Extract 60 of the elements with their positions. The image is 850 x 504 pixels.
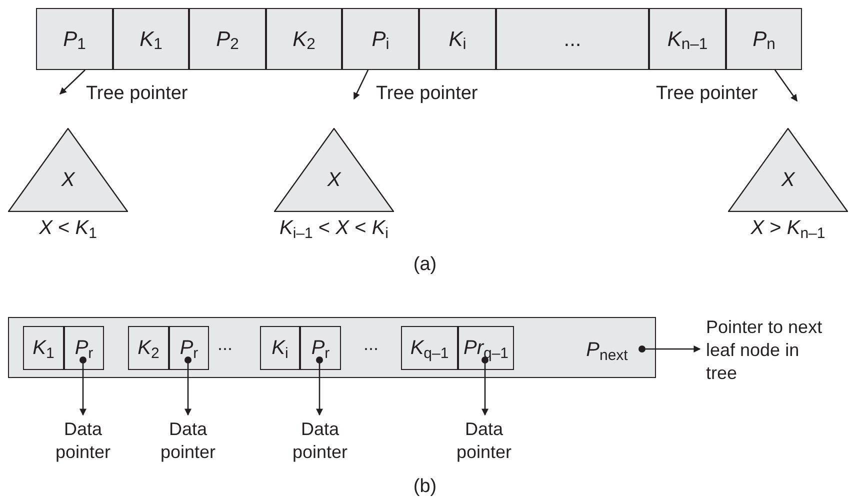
cell-text: P$_{r}$ (180, 338, 198, 358)
pointer-label: Tree pointer (86, 84, 189, 103)
record-cell (36, 8, 113, 70)
record-cell (419, 8, 496, 70)
cell-text: K$_{2}$ (138, 338, 160, 358)
record-cell (458, 326, 514, 370)
record-cell (260, 326, 300, 370)
record-cell (113, 8, 189, 70)
cell-text: P$_{r}$ (74, 338, 94, 358)
arrow (184, 356, 192, 416)
arrow (80, 356, 86, 416)
condition-label: K$_{i–1}$ < X < K$_{i}$ (280, 218, 388, 238)
record-cell (169, 326, 209, 370)
arrow (316, 356, 323, 416)
cell-text: P$_{1}$ (63, 28, 86, 50)
cell-text: P$_{2}$ (216, 28, 239, 50)
condition-label: X < K$_{1}$ (39, 218, 97, 238)
arrow (60, 70, 86, 94)
data-pointer-label: Data pointer (291, 418, 349, 464)
cell-text: K$_{n–1}$ (667, 28, 708, 50)
record-cell (649, 8, 726, 70)
condition-label: X > K$_{n–1}$ (750, 218, 826, 238)
cell-text: P$_{r}$ (311, 338, 330, 358)
record-cell (401, 326, 458, 370)
arrow (774, 70, 798, 102)
cell-text: K$_{2}$ (292, 28, 316, 50)
caption-label: (b) (412, 477, 438, 496)
cell-text: K$_{1}$ (140, 28, 162, 50)
record-cell (128, 326, 169, 370)
arrow (482, 356, 488, 416)
record-cell (266, 8, 342, 70)
cell-text: K$_{1}$ (32, 338, 54, 358)
subtree-label: X (781, 170, 795, 190)
record-cell (64, 326, 104, 370)
leaf-node-box (8, 317, 656, 378)
subtree-label: X (61, 170, 75, 190)
next-pointer-label: P$_{next}$ (586, 340, 628, 360)
arrow (353, 70, 369, 100)
cell-text: K$_{i}$ (448, 28, 466, 50)
data-pointer-label: Data pointer (54, 418, 112, 464)
record-cell (342, 8, 419, 70)
record-cell (189, 8, 266, 70)
record-cell (726, 8, 802, 70)
record-cell (300, 326, 341, 370)
next-leaf-label: Pointer to next leaf node in tree (706, 316, 824, 385)
record-cell (23, 326, 64, 370)
cell-text: ... (564, 28, 582, 50)
ellipsis-text: ... (216, 335, 234, 353)
arrow (638, 346, 701, 352)
cell-text: P$_{i}$ (372, 28, 390, 50)
pointer-label: Tree pointer (656, 84, 759, 103)
cell-text: P$_{n}$ (752, 28, 776, 50)
cell-text: K$_{i}$ (272, 338, 288, 358)
pointer-label: Tree pointer (376, 84, 479, 103)
caption-label: (a) (412, 255, 438, 274)
record-cell (496, 8, 649, 70)
subtree-label: X (327, 170, 341, 190)
data-pointer-label: Data pointer (159, 418, 217, 464)
data-pointer-label: Data pointer (455, 418, 513, 464)
ellipsis-text: ... (362, 335, 380, 353)
